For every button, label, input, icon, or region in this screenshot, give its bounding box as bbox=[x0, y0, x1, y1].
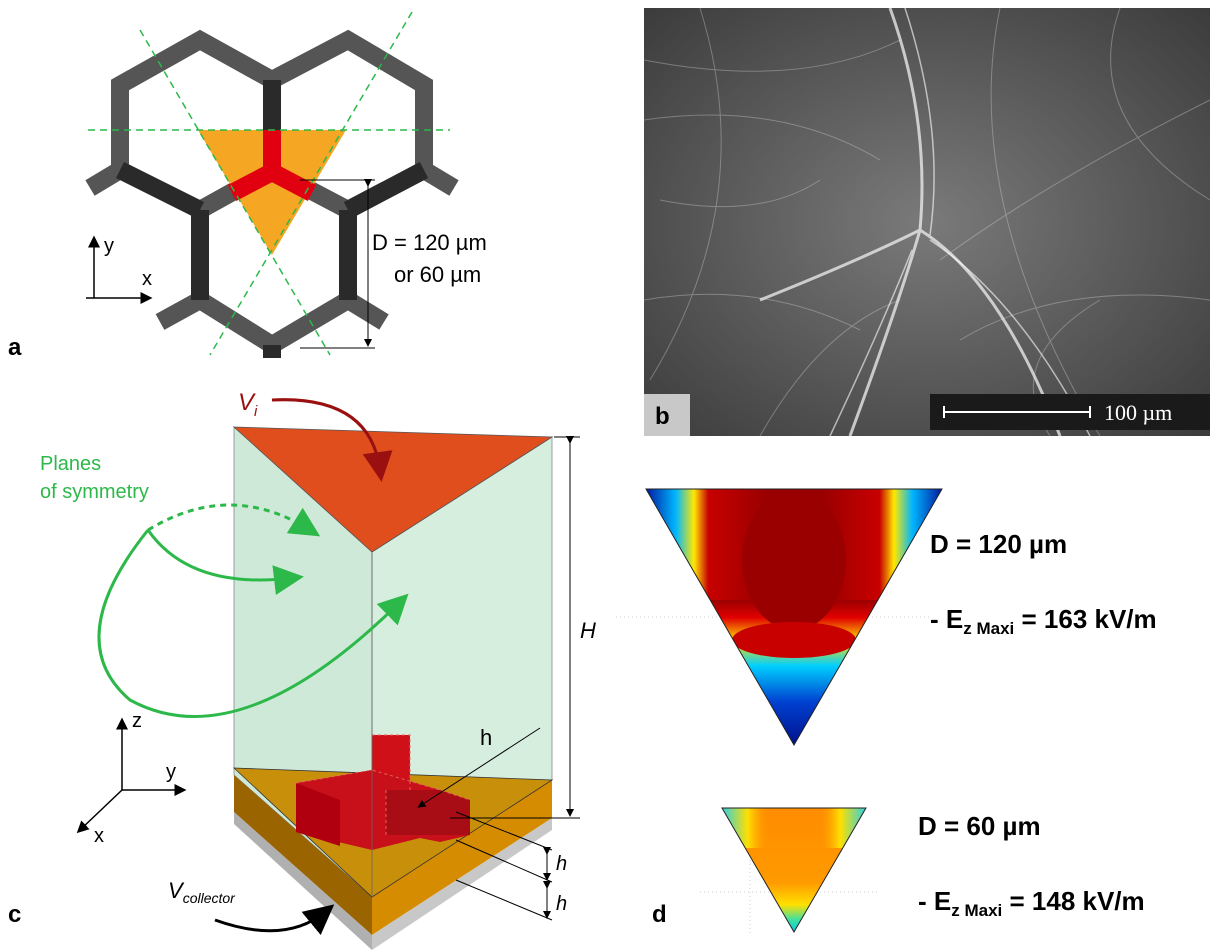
scale-bar-label: 100 µm bbox=[1104, 400, 1172, 425]
panel-b-label: b bbox=[655, 403, 670, 430]
sim1-d-label: D = 120 µm bbox=[930, 529, 1067, 559]
dimension-alt-label: or 60 µm bbox=[394, 262, 481, 287]
h-diagonal-label: h bbox=[480, 725, 492, 750]
field-map-120 bbox=[646, 489, 942, 745]
h-label-2: h bbox=[556, 893, 567, 915]
panel-a-label: a bbox=[8, 334, 22, 361]
panel-d-label: d bbox=[652, 901, 667, 928]
sim1-e-label: - Ez Maxi = 163 kV/m bbox=[930, 604, 1157, 638]
panel-c-label: c bbox=[8, 901, 21, 928]
pillar-block bbox=[295, 734, 471, 850]
v-i-label: Vi bbox=[238, 389, 258, 420]
panel-a-honeycomb: D = 120 µm or 60 µm y x a bbox=[8, 11, 487, 361]
planes-label-line1: Planes bbox=[40, 453, 101, 475]
axis-x-label-3d: x bbox=[94, 825, 104, 847]
axis-y-label-3d: y bbox=[166, 761, 176, 783]
h-label-1: h bbox=[556, 853, 567, 875]
height-H-label: H bbox=[580, 618, 596, 643]
panel-d-field-maps: D = 120 µm - Ez Maxi = 163 kV/m D = 60 µ… bbox=[616, 488, 1157, 935]
sim2-d-label: D = 60 µm bbox=[918, 811, 1041, 841]
axis-x-label: x bbox=[142, 268, 152, 290]
planes-label-line2: of symmetry bbox=[40, 481, 149, 503]
top-face bbox=[232, 426, 554, 553]
panel-c-prism: H h h h Vi Planes of symmetry bbox=[8, 389, 596, 950]
v-collector-label: Vcollector bbox=[168, 878, 236, 906]
symmetry-triangle bbox=[198, 130, 346, 255]
axis-z-label: z bbox=[132, 710, 142, 732]
sim2-e-label: - Ez Maxi = 148 kV/m bbox=[918, 886, 1145, 920]
axis-y-label: y bbox=[104, 235, 114, 257]
dimension-label: D = 120 µm bbox=[372, 230, 487, 255]
field-map-60 bbox=[722, 808, 866, 932]
panel-b-sem-image: b 100 µm bbox=[643, 7, 1211, 437]
